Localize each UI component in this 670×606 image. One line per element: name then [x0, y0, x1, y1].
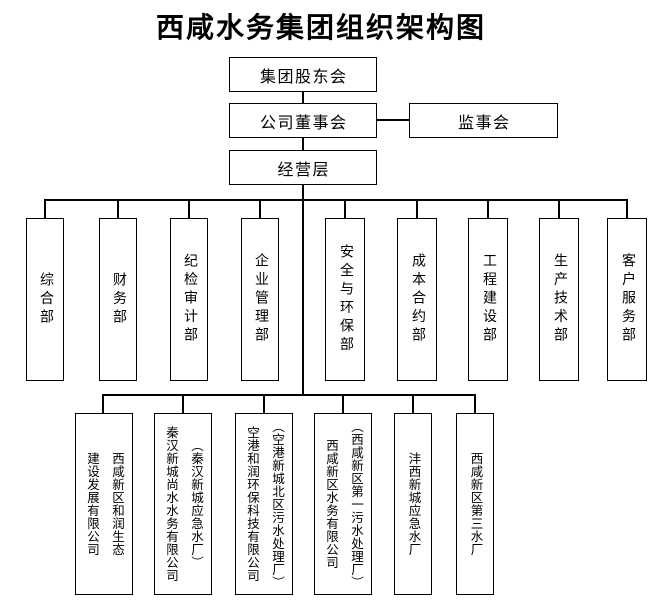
connector-subsidiary-stub-2	[182, 394, 184, 414]
connector-board-supervisory	[377, 119, 409, 121]
department-label: 综合部	[38, 271, 53, 328]
node-supervisory-label: 监事会	[457, 114, 511, 132]
department-label: 客户服务部	[620, 253, 635, 346]
subsidiary-label: 西咸新区第三水厂	[468, 452, 483, 556]
connector-dept-stub-2	[117, 199, 119, 218]
connector-subsidiary-stub-3	[263, 394, 265, 414]
department-box-3: 纪检审计部	[170, 218, 208, 381]
subsidiary-box-1: 西咸新区和润生态 建设发展有限公司	[75, 413, 133, 595]
department-box-7: 工程建设部	[468, 218, 508, 381]
connector-dept-stub-1	[44, 199, 46, 218]
connector-dept-stub-8	[558, 199, 560, 218]
connector-dept-stub-9	[626, 199, 628, 218]
department-label: 财务部	[111, 271, 126, 328]
connector-board-management	[302, 138, 304, 150]
department-label: 工程建设部	[481, 253, 496, 346]
connector-dept-stub-4	[259, 199, 261, 218]
department-box-8: 生产技术部	[539, 218, 579, 381]
department-box-1: 综合部	[26, 218, 64, 381]
department-label: 成本合约部	[410, 253, 425, 346]
connector-central-spine	[302, 185, 304, 396]
department-box-5: 安全与环保部	[325, 218, 365, 381]
connector-subsidiary-stub-5	[412, 394, 414, 414]
department-label: 纪检审计部	[182, 253, 197, 346]
node-shareholders: 集团股东会	[229, 57, 377, 92]
chart-title: 西咸水务集团组织架构图	[155, 11, 486, 44]
subsidiary-label: 西咸新区和润生态 建设发展有限公司	[85, 452, 124, 556]
node-management-label: 经营层	[277, 161, 330, 179]
connector-dept-stub-7	[487, 199, 489, 218]
subsidiary-label: 空港和润环保科技有限公司 （空港新城北区污水处理厂）	[245, 419, 284, 589]
department-label: 安全与环保部	[338, 244, 353, 355]
subsidiary-label: 西咸新区水务有限公司 （西咸新区第一污水处理厂）	[324, 419, 363, 589]
connector-dept-stub-6	[416, 199, 418, 218]
subsidiary-label: 沣西新城应急水厂	[406, 452, 421, 556]
department-box-6: 成本合约部	[397, 218, 437, 381]
connector-shareholders-board	[302, 92, 304, 103]
connector-subsidiary-stub-4	[342, 394, 344, 414]
connector-subsidiary-stub-1	[102, 394, 104, 414]
department-box-9: 客户服务部	[607, 218, 647, 381]
connector-subsidiaries-rail	[102, 394, 476, 396]
subsidiary-box-5: 沣西新城应急水厂	[394, 413, 432, 595]
connector-subsidiary-stub-6	[474, 394, 476, 414]
node-board-label: 公司董事会	[259, 114, 348, 132]
subsidiary-label: 秦汉新城尚水水务有限公司 （秦汉新城应急水厂）	[164, 426, 203, 582]
subsidiary-box-3: 空港和润环保科技有限公司 （空港新城北区污水处理厂）	[235, 413, 293, 595]
subsidiary-box-6: 西咸新区第三水厂	[456, 413, 494, 595]
node-board: 公司董事会	[229, 103, 377, 138]
connector-dept-stub-5	[344, 199, 346, 218]
node-shareholders-label: 集团股东会	[259, 68, 348, 86]
node-supervisory: 监事会	[409, 103, 558, 138]
connector-dept-stub-3	[188, 199, 190, 218]
subsidiary-box-4: 西咸新区水务有限公司 （西咸新区第一污水处理厂）	[314, 413, 372, 595]
department-box-4: 企业管理部	[241, 218, 279, 381]
department-box-2: 财务部	[99, 218, 137, 381]
subsidiary-box-2: 秦汉新城尚水水务有限公司 （秦汉新城应急水厂）	[154, 413, 212, 595]
connector-departments-rail	[44, 199, 628, 201]
department-label: 企业管理部	[253, 253, 268, 346]
node-management: 经营层	[229, 150, 377, 185]
department-label: 生产技术部	[552, 253, 567, 346]
